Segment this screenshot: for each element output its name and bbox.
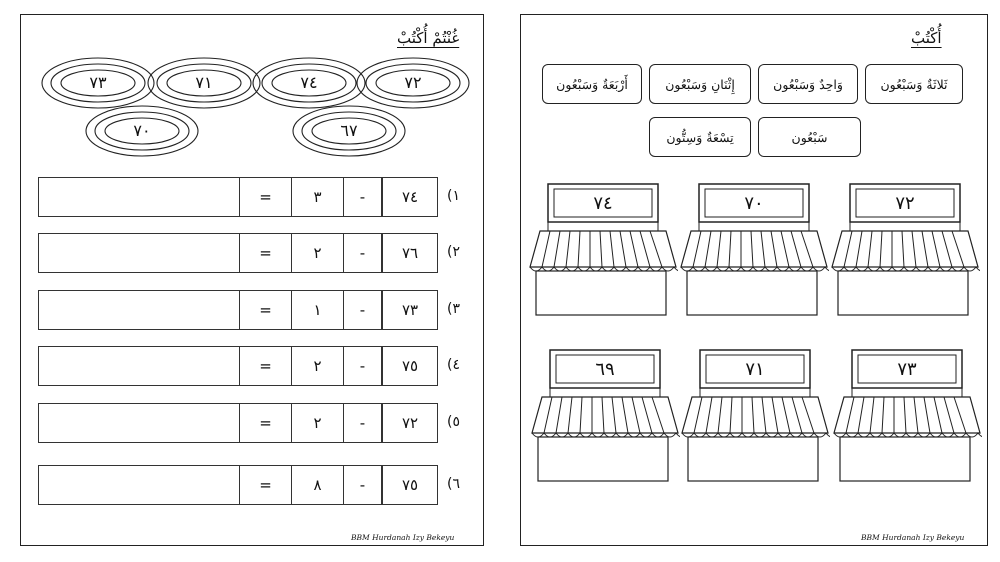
oval-number: ٦٧ — [340, 121, 358, 140]
shop-stall: ٦٩ — [530, 349, 680, 483]
equals-sign: = — [240, 403, 292, 443]
oval-number: ٧٤ — [300, 73, 318, 92]
subtrahend-box: ٢ — [292, 403, 344, 443]
number-word-card[interactable]: تِسْعَةٌ وَسِتُّون — [649, 117, 751, 157]
number-word-card[interactable]: وَاحِدٌ وَسَبْعُون — [758, 64, 858, 104]
minuend-box: ٧٢ — [382, 403, 438, 443]
subtrahend-box: ٨ — [292, 465, 344, 505]
right-page-footer: BBM Hurdanah Izy Bekeyu — [861, 533, 965, 542]
minus-sign: - — [344, 403, 382, 443]
equals-sign: = — [240, 465, 292, 505]
oval-plates — [41, 57, 470, 157]
number-word-card[interactable]: إِثْنَانِ وَسَبْعُون — [649, 64, 751, 104]
number-word-card[interactable]: سَبْعُون — [758, 117, 861, 157]
equation-row: = ٢ - ٧٥ — [38, 346, 438, 388]
left-page-footer: BBM Hurdanah Izy Bekeyu — [351, 533, 455, 542]
shop-sign-number: ٧٢ — [895, 193, 915, 214]
answer-box[interactable] — [38, 177, 240, 217]
shop-stall: ٧٤ — [528, 183, 678, 317]
minus-sign: - — [344, 177, 382, 217]
shop-stall: ٧٢ — [830, 183, 980, 317]
shop-stall: ٧٠ — [679, 183, 829, 317]
answer-box[interactable] — [38, 233, 240, 273]
answer-box[interactable] — [38, 346, 240, 386]
question-number: (٦ — [447, 476, 460, 492]
right-page-title: أُكْتُبْ — [911, 29, 942, 47]
question-number: (٣ — [447, 301, 460, 317]
answer-box[interactable] — [38, 290, 240, 330]
equals-sign: = — [240, 233, 292, 273]
equals-sign: = — [240, 346, 292, 386]
equation-row: = ٢ - ٧٦ — [38, 233, 438, 275]
minuend-box: ٧٤ — [382, 177, 438, 217]
minuend-box: ٧٥ — [382, 346, 438, 386]
question-number: (٤ — [447, 357, 460, 373]
shop-sign-number: ٦٩ — [595, 359, 615, 380]
minuend-box: ٧٦ — [382, 233, 438, 273]
question-number: (٢ — [447, 244, 460, 260]
number-word-card[interactable]: أَرْبَعَةٌ وَسَبْعُون — [542, 64, 642, 104]
equation-row: = ٨ - ٧٥ — [38, 465, 438, 507]
subtrahend-box: ٢ — [292, 233, 344, 273]
number-word-card[interactable]: ثَلاثَةٌ وَسَبْعُون — [865, 64, 963, 104]
left-page-title: غُنْتُمْ أُكْتُبْ — [397, 29, 460, 47]
oval-number: ٧١ — [195, 73, 213, 92]
equals-sign: = — [240, 290, 292, 330]
equals-sign: = — [240, 177, 292, 217]
subtrahend-box: ٢ — [292, 346, 344, 386]
answer-box[interactable] — [38, 465, 240, 505]
oval-number: ٧٠ — [133, 121, 151, 140]
answer-box[interactable] — [38, 403, 240, 443]
equation-row: = ١ - ٧٣ — [38, 290, 438, 332]
shop-stall: ٧٣ — [832, 349, 982, 483]
equation-row: = ٢ - ٧٢ — [38, 403, 438, 445]
shop-sign-number: ٧٣ — [897, 359, 917, 380]
minus-sign: - — [344, 346, 382, 386]
minuend-box: ٧٣ — [382, 290, 438, 330]
minus-sign: - — [344, 465, 382, 505]
oval-number: ٧٢ — [404, 73, 422, 92]
shop-sign-number: ٧٠ — [744, 193, 764, 214]
question-number: (٥ — [447, 414, 460, 430]
shop-sign-number: ٧٤ — [593, 193, 613, 214]
subtrahend-box: ٣ — [292, 177, 344, 217]
left-worksheet: غُنْتُمْ أُكْتُبْ ٧٣ ٧١ ٧٤ ٧٢ ٧٠ ٦٧ = ٣ … — [20, 14, 484, 546]
oval-number: ٧٣ — [89, 73, 107, 92]
shop-stall: ٧١ — [680, 349, 830, 483]
question-number: (١ — [447, 188, 460, 204]
minuend-box: ٧٥ — [382, 465, 438, 505]
shop-sign-number: ٧١ — [745, 359, 765, 380]
subtrahend-box: ١ — [292, 290, 344, 330]
equation-row: = ٣ - ٧٤ — [38, 177, 438, 219]
minus-sign: - — [344, 290, 382, 330]
right-worksheet: أُكْتُبْ ثَلاثَةٌ وَسَبْعُون وَاحِدٌ وَس… — [520, 14, 988, 546]
minus-sign: - — [344, 233, 382, 273]
